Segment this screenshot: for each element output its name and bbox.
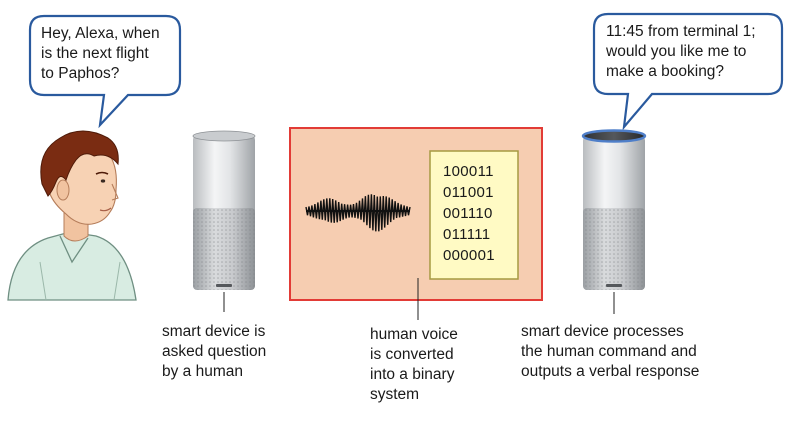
person-icon (8, 131, 136, 300)
bubble-right-text: 11:45 from terminal 1; would you like me… (606, 22, 756, 82)
bubble-left-line: is the next flight (41, 44, 160, 64)
caption-middle-line: into a binary (370, 365, 458, 385)
binary-line: 011001 (443, 182, 495, 203)
caption-right-line: smart device processes (521, 322, 699, 342)
bubble-right-line: would you like me to (606, 42, 756, 62)
caption-middle: human voice is converted into a binary s… (370, 325, 458, 405)
caption-left-line: by a human (162, 362, 266, 382)
bubble-left-line: to Paphos? (41, 64, 160, 84)
binary-line: 001110 (443, 203, 495, 224)
caption-middle-line: is converted (370, 345, 458, 365)
caption-right-line: the human command and (521, 342, 699, 362)
caption-right: smart device processes the human command… (521, 322, 699, 382)
caption-right-line: outputs a verbal response (521, 362, 699, 382)
caption-left-line: smart device is (162, 322, 266, 342)
bubble-left-text: Hey, Alexa, when is the next flight to P… (41, 24, 160, 84)
caption-middle-line: system (370, 385, 458, 405)
bubble-left-line: Hey, Alexa, when (41, 24, 160, 44)
smart-speaker-icon (193, 131, 255, 290)
binary-values: 100011 011001 001110 011111 000001 (443, 161, 495, 266)
bubble-right-line: 11:45 from terminal 1; (606, 22, 756, 42)
caption-left-line: asked question (162, 342, 266, 362)
binary-line: 000001 (443, 245, 495, 266)
smart-speaker-active-icon (583, 131, 645, 291)
bubble-right-line: make a booking? (606, 62, 756, 82)
binary-line: 011111 (443, 224, 495, 245)
caption-left: smart device is asked question by a huma… (162, 322, 266, 382)
caption-middle-line: human voice (370, 325, 458, 345)
binary-line: 100011 (443, 161, 495, 182)
